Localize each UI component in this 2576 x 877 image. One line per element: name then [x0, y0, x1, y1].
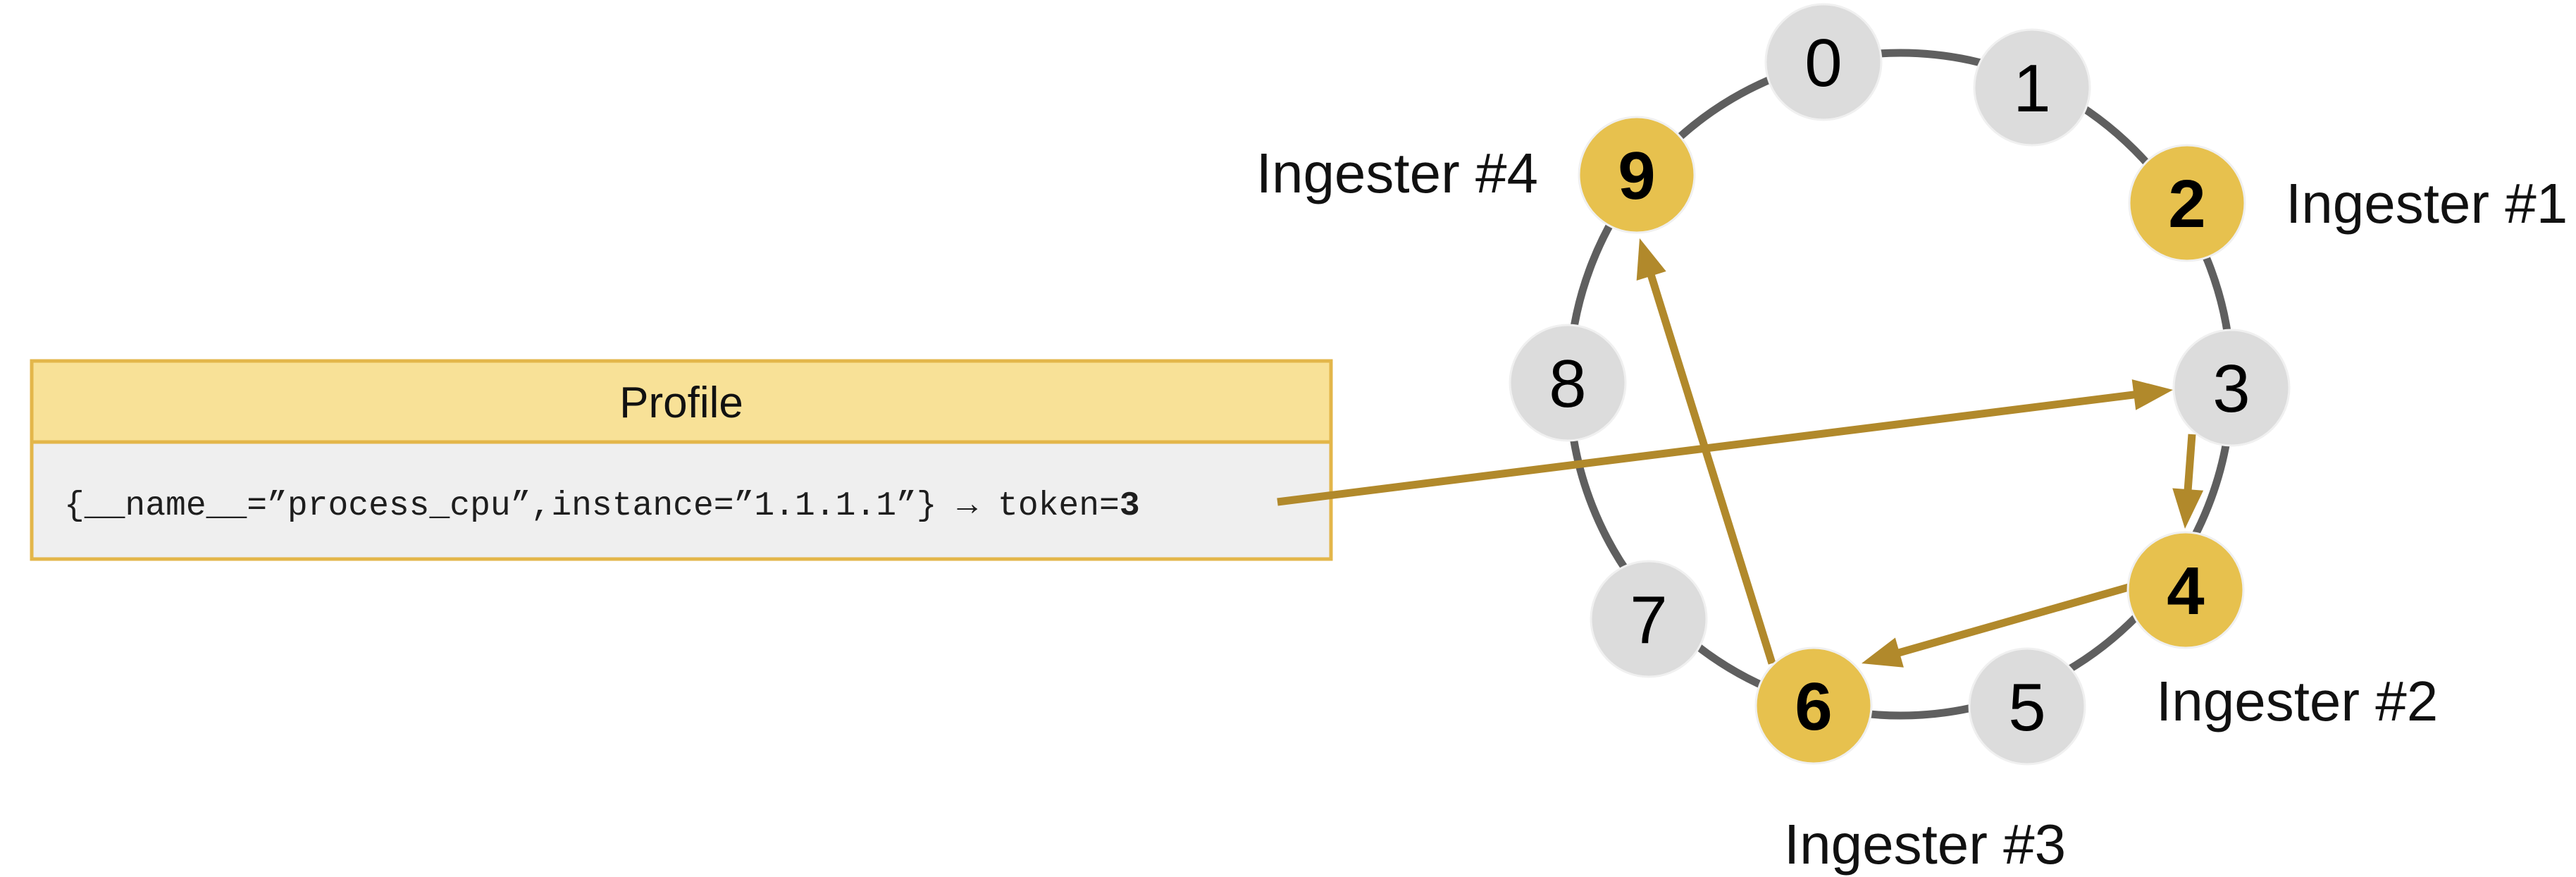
profile-box-title: Profile — [619, 379, 743, 427]
ring-node-6: 6 — [1754, 646, 1873, 765]
node-token-label: 3 — [2212, 351, 2250, 427]
ring-node-4: 4 — [2126, 531, 2245, 649]
ring-node-0: 0 — [1764, 3, 1883, 121]
ring-nodes-layer: 0 1 2 3 4 5 6 7 8 9 — [1509, 3, 2291, 766]
node-token-label: 2 — [2168, 166, 2205, 242]
arrow-token-3-to-token-4-shaft — [2184, 434, 2196, 494]
arrow-token-3-to-token-4-head — [2172, 488, 2204, 529]
node-token-label: 9 — [1618, 138, 1655, 214]
arrow-token-4-to-token-6 — [1862, 583, 2130, 668]
node-token-label: 1 — [2013, 51, 2050, 126]
ingester-label-4: Ingester #4 — [1256, 142, 1538, 204]
ingester-label-3: Ingester #3 — [1784, 813, 2066, 876]
token-circle — [1764, 3, 1883, 121]
ring-node-7: 7 — [1590, 560, 1708, 678]
arrow-profile-to-token-3-head — [2131, 379, 2173, 410]
ingester-token-circle — [2128, 144, 2246, 262]
arrow-token-4-to-token-6-shaft — [1894, 583, 2130, 658]
token-circle — [1509, 324, 1627, 442]
profile-series-text: {__name__=”process_cpu”,instance=”1.1.1.… — [64, 487, 1140, 525]
ingester-token-circle — [2126, 531, 2245, 649]
node-token-label: 5 — [2008, 670, 2045, 745]
arrow-token-6-to-token-9-head — [1636, 238, 1666, 281]
ring-node-1: 1 — [1973, 28, 2091, 147]
ring-node-3: 3 — [2172, 329, 2291, 447]
arrow-token-6-to-token-9 — [1636, 238, 1776, 665]
profile-box: Profile {__name__=”process_cpu”,instance… — [30, 359, 1333, 561]
profile-box-header — [30, 359, 1333, 444]
token-circle — [2172, 329, 2291, 447]
ingester-token-circle — [1754, 646, 1873, 765]
ingester-token-circle — [1578, 116, 1696, 234]
arrow-profile-to-token-3 — [1277, 379, 2173, 506]
node-token-label: 6 — [1795, 669, 1832, 744]
token-circle — [1973, 28, 2091, 147]
ingester-label-1: Ingester #1 — [2286, 172, 2568, 235]
ingester-label-2: Ingester #2 — [2156, 670, 2438, 732]
profile-series-token-value: 3 — [1120, 487, 1140, 525]
ring-node-8: 8 — [1509, 324, 1627, 442]
profile-series-prefix: {__name__=”process_cpu”,instance=”1.1.1.… — [64, 487, 1120, 525]
ingester-labels-layer: Ingester #1 Ingester #2 Ingester #3 Ingeste… — [1256, 142, 2568, 876]
arrow-token-3-to-token-4 — [2172, 434, 2204, 529]
token-circle — [1968, 647, 2086, 766]
ring-node-2: 2 — [2128, 144, 2246, 262]
node-token-label: 8 — [1549, 346, 1586, 422]
node-token-label: 4 — [2167, 553, 2204, 629]
arrow-token-6-to-token-9-shaft — [1646, 271, 1776, 665]
node-token-label: 7 — [1630, 582, 1667, 658]
ring-node-5: 5 — [1968, 647, 2086, 766]
node-token-label: 0 — [1804, 25, 1842, 101]
arrow-token-4-to-token-6-head — [1862, 637, 1904, 668]
ring-node-9: 9 — [1578, 116, 1696, 234]
arrows-layer — [1277, 238, 2204, 668]
token-circle — [1590, 560, 1708, 678]
